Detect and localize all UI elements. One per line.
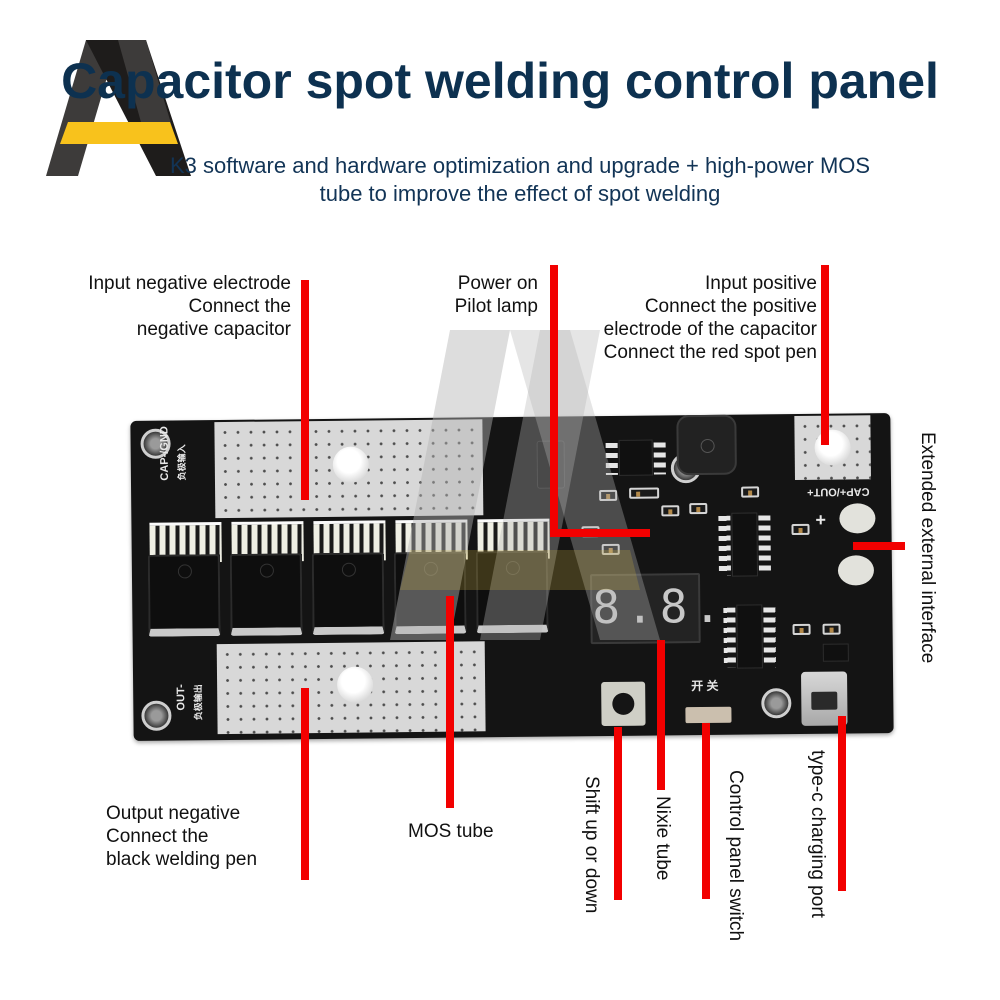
ic-main — [718, 512, 771, 577]
callout-nixie: Nixie tube — [652, 796, 673, 881]
smd-component — [792, 623, 811, 636]
callout-mos-tube: MOS tube — [408, 821, 494, 842]
page-title: Capacitor spot welding control panel — [61, 53, 939, 109]
pad-screw-hole — [336, 666, 374, 703]
pointer-power-pilot-vertical — [550, 265, 558, 537]
chip-pins — [758, 515, 771, 576]
silk-plus: + — [815, 509, 827, 530]
mos-tube — [311, 552, 385, 636]
silk-cap-negative: CAP-/GND — [158, 426, 171, 481]
page-subtitle: K3 software and hardware optimization an… — [0, 152, 1000, 208]
pad-screw-hole — [814, 429, 851, 466]
chip-pins — [605, 442, 618, 476]
pointer-mos-tube — [446, 596, 454, 808]
callout-power-pilot: Power on Pilot lamp — [454, 273, 538, 317]
cap-negative-pad — [214, 419, 484, 519]
silk-out-negative-cn: 负极输出 — [193, 684, 204, 721]
shift-button[interactable] — [601, 681, 646, 727]
smd-component — [741, 486, 760, 498]
chip-pins — [653, 442, 666, 475]
ic-driver — [723, 604, 776, 669]
mos-dot — [423, 561, 438, 576]
callout-control-switch: Control panel switch — [725, 770, 746, 942]
smd-component — [599, 489, 618, 502]
pointer-input-negative — [301, 280, 309, 500]
subtitle-line-2: tube to improve the effect of spot weldi… — [319, 181, 721, 206]
pointer-typec — [838, 716, 846, 891]
ic-8pin — [605, 439, 666, 476]
mos-tube — [475, 550, 549, 634]
callout-typec: type-c charging port — [807, 750, 828, 918]
silk-switch: 开 关 — [691, 678, 719, 694]
pointer-nixie — [657, 640, 665, 790]
silk-cap-positive: CAP+/OUT+ — [807, 485, 870, 498]
mos-dot — [259, 563, 274, 578]
brand-logo-icon — [46, 40, 191, 176]
smd-component — [661, 505, 680, 517]
mos-dot — [177, 564, 192, 579]
smd-component — [689, 502, 708, 515]
callout-input-positive: Input positive Connect the positive elec… — [603, 273, 817, 363]
callout-output-negative: Output negative Connect the black weldin… — [106, 803, 258, 870]
silk-cap-negative-cn: 负极输入 — [176, 444, 187, 481]
mos-tube — [393, 551, 467, 635]
power-slide-switch[interactable] — [685, 706, 732, 724]
smd-component — [629, 487, 660, 499]
callout-extended-interface: Extended external interface — [917, 432, 938, 664]
buzzer — [676, 414, 737, 476]
mos-tube-row — [130, 413, 890, 637]
cap-positive-pad — [794, 415, 871, 481]
smd-component — [791, 523, 810, 536]
pointer-control-switch — [702, 723, 710, 899]
smd-component — [601, 543, 620, 556]
pointer-input-positive — [821, 265, 829, 445]
mos-dot — [505, 560, 520, 576]
smd-component — [822, 623, 841, 635]
callout-input-negative: Input negative electrode Connect the neg… — [88, 273, 291, 340]
mos-tube — [147, 554, 221, 637]
logo-bar — [60, 122, 178, 144]
ext-pad-minus — [837, 555, 875, 586]
ext-pad-plus — [839, 503, 876, 534]
pointer-power-pilot-horizontal — [550, 529, 650, 537]
mount-hole-bottom-right — [761, 688, 792, 719]
transistor — [822, 643, 849, 662]
nixie-display: 8.8. — [589, 573, 727, 645]
mos-dot — [341, 562, 356, 577]
callout-shift: Shift up or down — [581, 776, 602, 914]
pointer-shift — [614, 727, 622, 900]
silk-out-negative: OUT- — [175, 684, 188, 711]
chip-pins — [763, 607, 776, 668]
spot-welder-board: CAP-/GND 负极输入 OUT- 负极输出 — [130, 413, 894, 741]
pointer-output-negative — [301, 688, 309, 880]
mount-hole-bottom-left — [141, 700, 172, 731]
chip-pins — [718, 515, 731, 576]
logo-middle-stroke — [118, 40, 176, 140]
pad-screw-hole — [332, 446, 370, 483]
pointer-extended-interface — [853, 542, 905, 550]
mos-tube — [229, 553, 303, 636]
subtitle-line-1: K3 software and hardware optimization an… — [169, 153, 871, 178]
